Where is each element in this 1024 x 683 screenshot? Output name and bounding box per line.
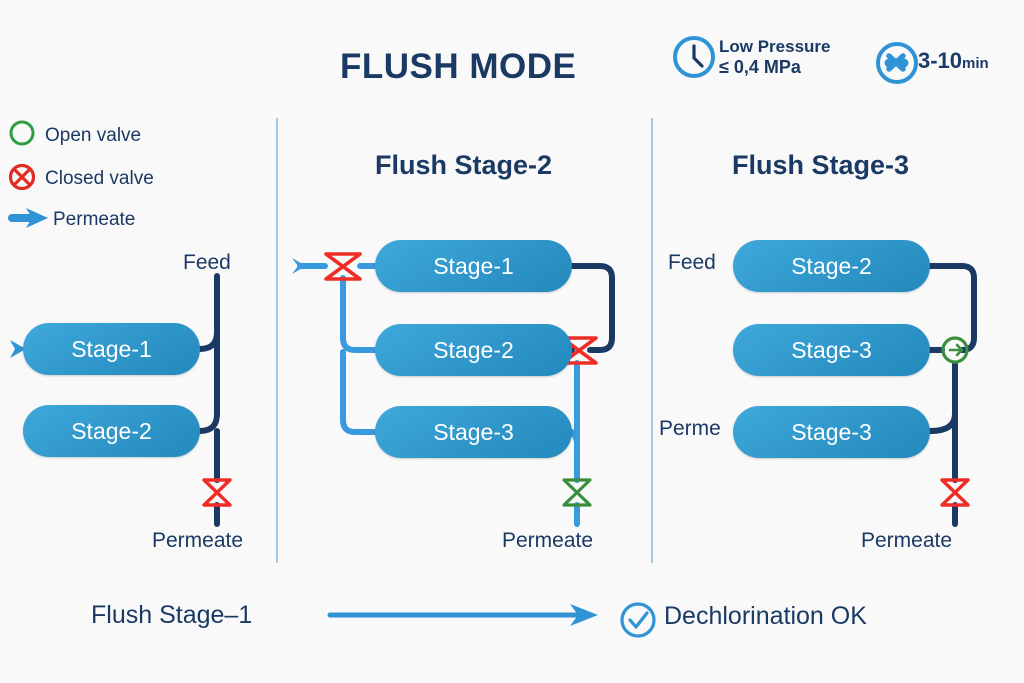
panel-3-title: Flush Stage-3 bbox=[732, 150, 910, 180]
legend-permeate-arrow-icon bbox=[8, 208, 48, 228]
panel-3-stage-3-label: Stage-3 bbox=[791, 336, 872, 363]
legend-open-valve-icon bbox=[9, 120, 35, 146]
panel-1-permeate-label: Permeate bbox=[152, 529, 244, 552]
legend-item-permeate: Permeate bbox=[53, 209, 136, 230]
footer-left-label: Flush Stage–1 bbox=[91, 601, 253, 629]
panel-1-permeate-valve-closed-icon[interactable] bbox=[202, 478, 232, 507]
timer-icon bbox=[876, 42, 918, 84]
panel-2-right-navy-pipes bbox=[559, 263, 615, 353]
panel-3-pipes bbox=[927, 263, 977, 527]
panel-2-stage-3-pill[interactable]: Stage-3 bbox=[375, 406, 572, 458]
panel-2-stage1-inlet-valve-closed-icon[interactable] bbox=[324, 252, 362, 281]
panel-3-stage-3-lower-label: Stage-3 bbox=[791, 418, 872, 445]
panel-2-stage-2-pill[interactable]: Stage-2 bbox=[375, 324, 572, 376]
badge-low-pressure-line1: Low Pressure bbox=[719, 37, 831, 56]
footer-status-label: Dechlorination OK bbox=[664, 602, 867, 630]
panel-2-permeate-valve-open-icon[interactable] bbox=[562, 478, 592, 507]
panel-1-stage-1-pill[interactable]: Stage-1 bbox=[23, 323, 200, 375]
panel-2-permeate-label: Permeate bbox=[502, 529, 594, 552]
panel-2-stage-1-pill[interactable]: Stage-1 bbox=[375, 240, 572, 292]
panel-1-stage-2-label: Stage-2 bbox=[71, 417, 152, 444]
panel-3-stage-3-lower-pill[interactable]: Stage-3 bbox=[733, 406, 930, 458]
panel-2-stage-2-label: Stage-2 bbox=[433, 336, 514, 363]
panel-2-stage-3-label: Stage-3 bbox=[433, 418, 514, 445]
panel-3-stage3-outlet-valve-open-icon[interactable] bbox=[941, 336, 969, 364]
panel-2-feed-arrow-icon bbox=[292, 258, 306, 274]
badge-low-pressure: Low Pressure ≤ 0,4 MPa bbox=[719, 37, 831, 77]
clock-icon bbox=[673, 36, 715, 78]
legend-item-closed-valve: Closed valve bbox=[45, 168, 154, 189]
panel-3-feed-label: Feed bbox=[668, 251, 716, 274]
panel-3-permeate-valve-closed-icon[interactable] bbox=[940, 478, 970, 507]
footer-long-arrow-right-icon bbox=[327, 604, 598, 626]
panel-1-stage-2-pill[interactable]: Stage-2 bbox=[23, 405, 200, 457]
panel-1-stage-1-label: Stage-1 bbox=[71, 335, 152, 362]
badge-duration-value: 3-10 bbox=[918, 48, 963, 73]
panel-3-permeate-side-label: Perme bbox=[659, 417, 721, 440]
badge-duration-unit: min bbox=[962, 55, 989, 72]
panel-3-permeate-label: Permeate bbox=[861, 529, 953, 552]
footer-check-circle-icon bbox=[620, 602, 656, 638]
panel-3-stage-2-pill[interactable]: Stage-2 bbox=[733, 240, 930, 292]
panel-3-stage-2-label: Stage-2 bbox=[791, 252, 872, 279]
badge-duration: 3-10min bbox=[918, 48, 989, 74]
legend-closed-valve-icon bbox=[8, 163, 36, 191]
panel-1-pipes bbox=[197, 273, 220, 527]
panel-1-feed-label: Feed bbox=[183, 251, 231, 274]
panel-3-stage-3-pill[interactable]: Stage-3 bbox=[733, 324, 930, 376]
panel-2-title: Flush Stage-2 bbox=[375, 150, 553, 180]
legend-item-open-valve: Open valve bbox=[45, 125, 142, 146]
badge-low-pressure-line2: ≤ 0,4 MPa bbox=[719, 57, 801, 77]
panel-2-left-pipes bbox=[297, 263, 378, 435]
panel-2-stage-1-label: Stage-1 bbox=[433, 252, 514, 279]
page-title: FLUSH MODE bbox=[340, 47, 577, 86]
